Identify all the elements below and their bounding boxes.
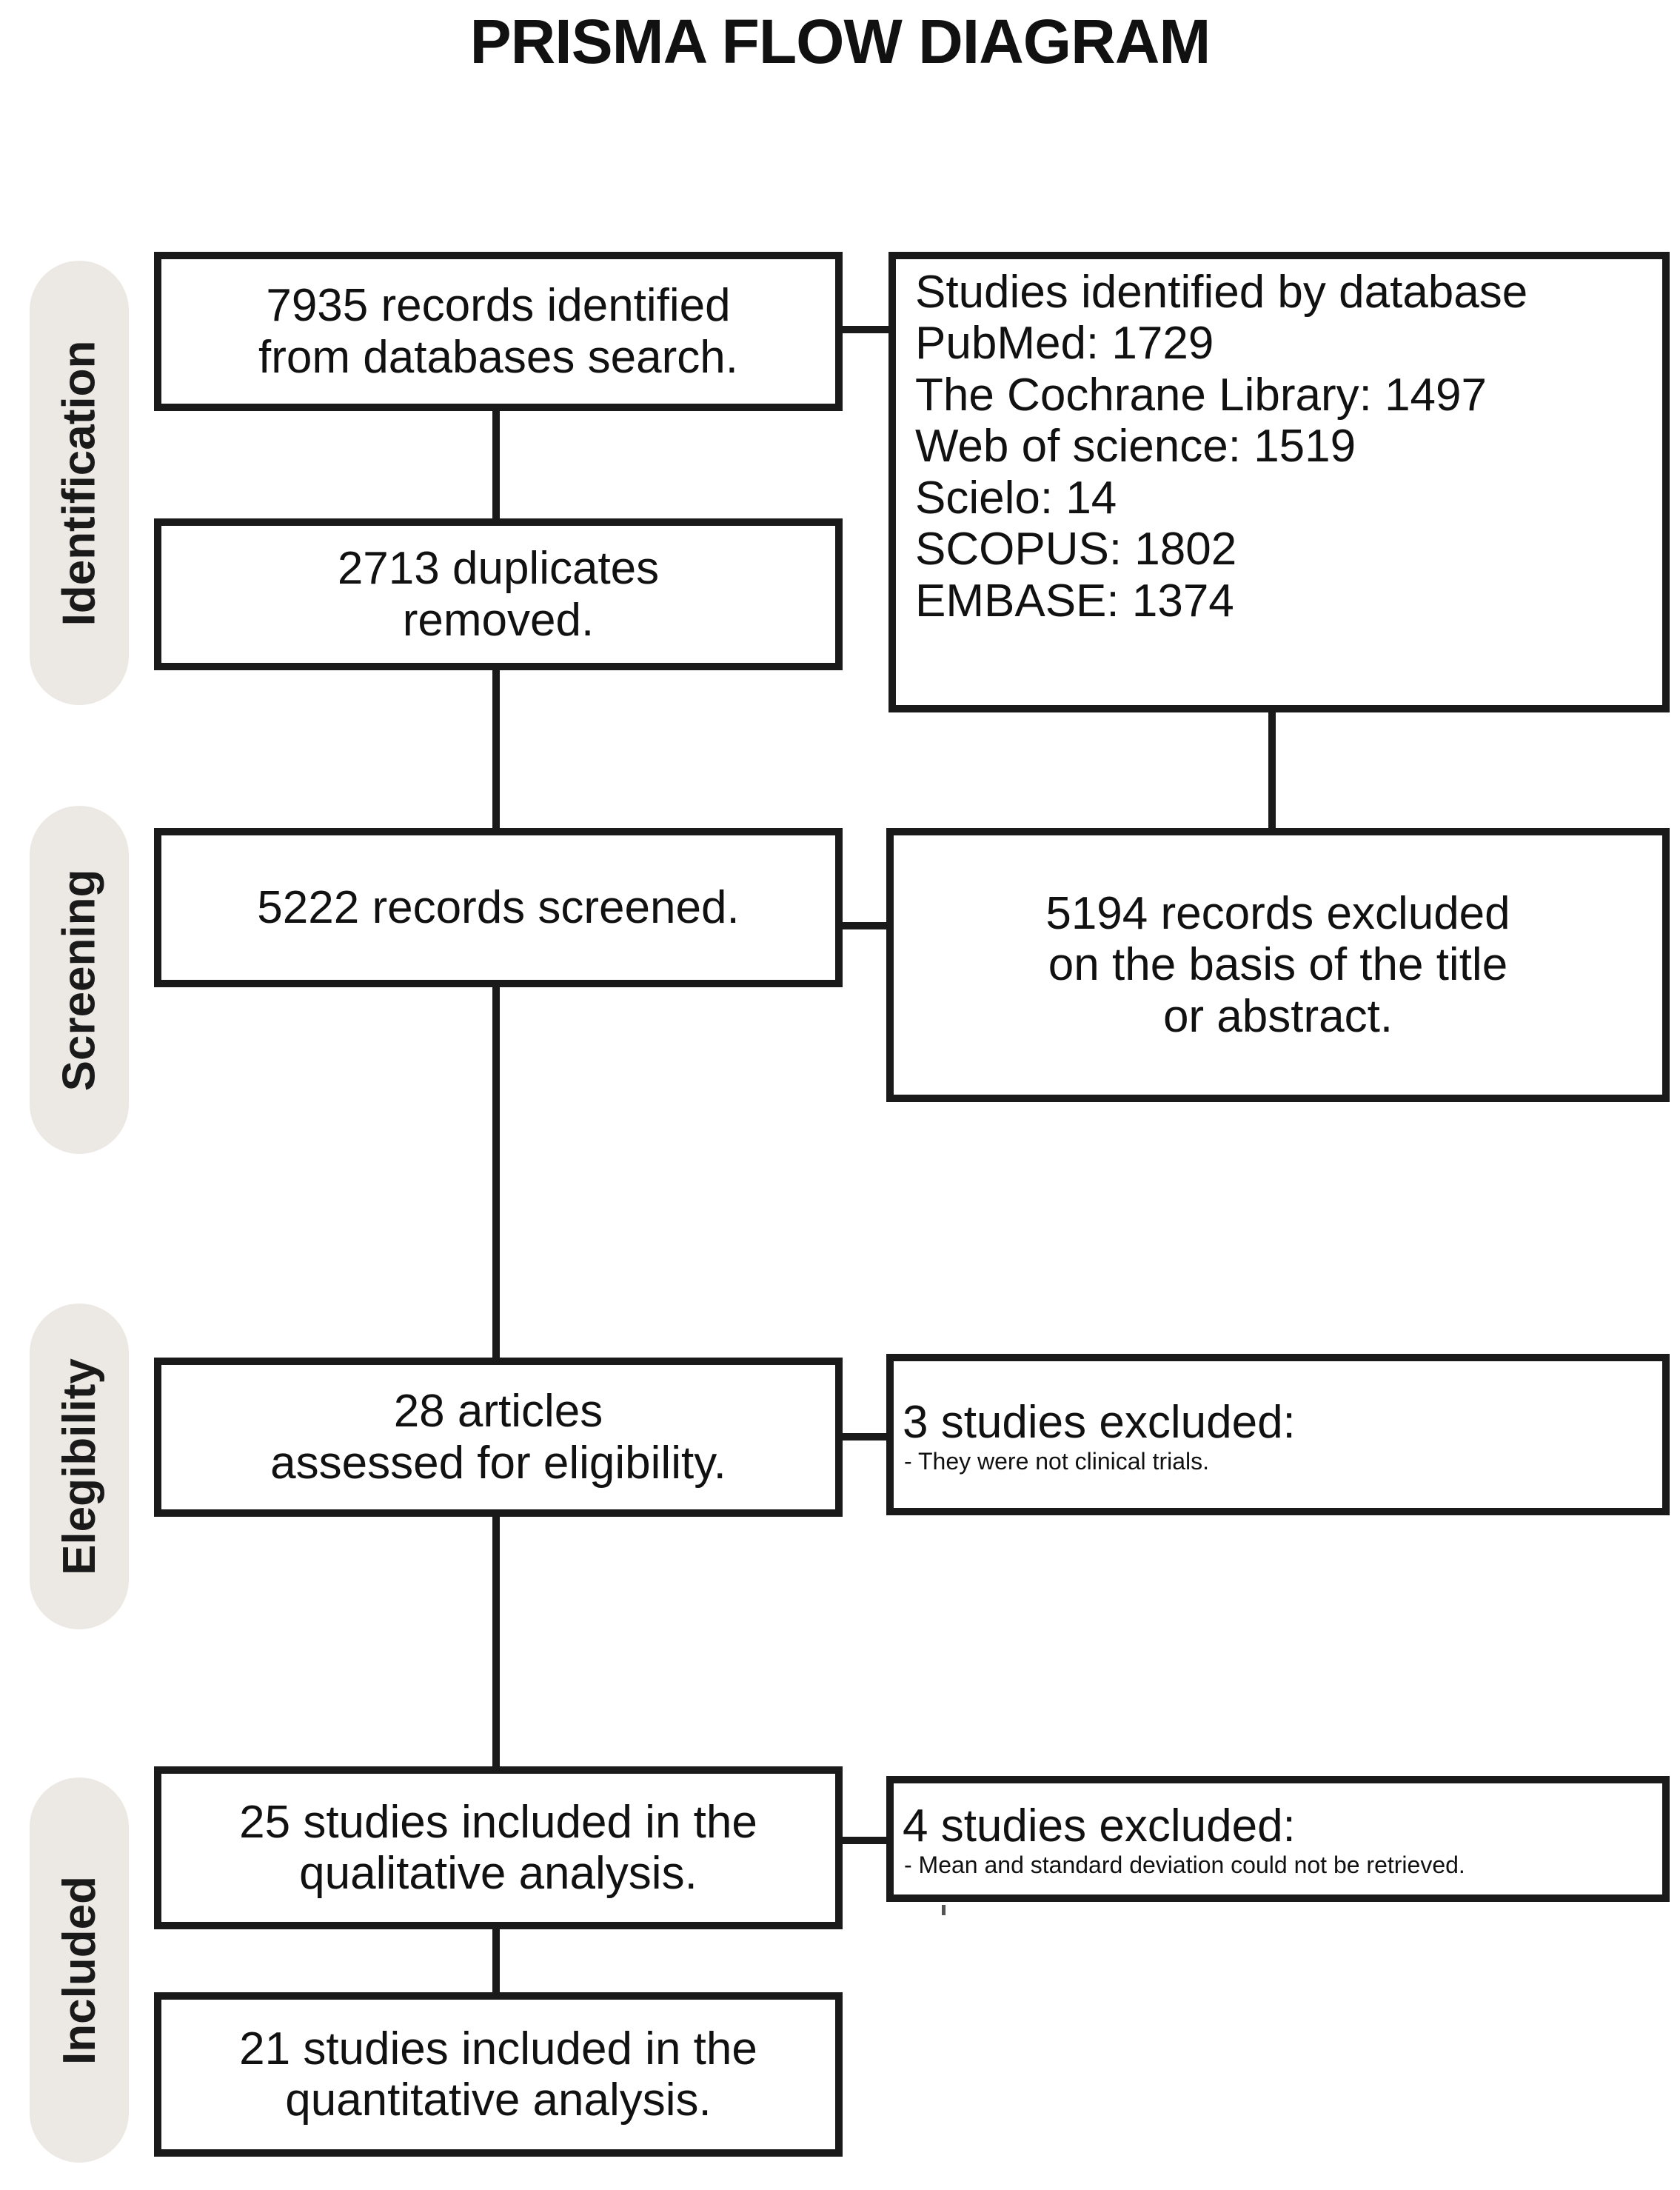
stage-label-eligibility: Elegibility [53, 1358, 105, 1575]
database-entry-scielo: Scielo: 14 [915, 472, 1117, 524]
connector-identified-to-duplicates [492, 407, 500, 522]
box-records-excluded: 5194 records excluded on the basis of th… [886, 828, 1670, 1102]
excluded-eligibility-heading: 3 studies excluded: [903, 1396, 1296, 1448]
stage-pill-included: Included [30, 1777, 129, 2163]
connector-qualitative-to-excluded [835, 1837, 894, 1844]
quantitative-included-line2: quantitative analysis. [285, 2074, 712, 2126]
page-title: PRISMA FLOW DIAGRAM [469, 7, 1211, 76]
qualitative-included-line2: qualitative analysis. [299, 1848, 697, 1899]
articles-assessed-line2: assessed for eligibility. [270, 1437, 726, 1489]
connector-screened-to-excluded [835, 922, 894, 929]
records-excluded-line2: on the basis of the title [1048, 939, 1508, 991]
stage-label-screening: Screening [53, 869, 105, 1091]
connector-identified-to-databases [835, 326, 894, 333]
box-excluded-eligibility: 3 studies excluded: - They were not clin… [886, 1354, 1670, 1515]
records-identified-line1: 7935 records identified [266, 280, 731, 332]
stage-pill-screening: Screening [30, 806, 129, 1154]
box-duplicates-removed: 2713 duplicates removed. [154, 518, 843, 670]
connector-assessed-to-qualitative [492, 1511, 500, 1781]
excluded-quantitative-heading: 4 studies excluded: [903, 1800, 1296, 1852]
database-entry-web-of-science: Web of science: 1519 [915, 421, 1356, 473]
connector-duplicates-to-screened [492, 667, 500, 833]
excluded-quantitative-reason-1: - Mean and standard deviation could not … [904, 1852, 1465, 1879]
database-entry-scopus: SCOPUS: 1802 [915, 524, 1237, 575]
stage-label-identification: Identification [53, 340, 105, 626]
duplicates-removed-line2: removed. [402, 594, 595, 646]
box-quantitative-included: 21 studies included in the quantitative … [154, 1992, 843, 2157]
records-screened-line1: 5222 records screened. [257, 881, 740, 933]
connector-assessed-to-excluded [835, 1433, 894, 1440]
box-articles-assessed: 28 articles assessed for eligibility. [154, 1358, 843, 1517]
stage-label-included: Included [53, 1875, 105, 2065]
box-excluded-quantitative: 4 studies excluded: - Mean and standard … [886, 1776, 1670, 1902]
box-qualitative-included: 25 studies included in the qualitative a… [154, 1766, 843, 1929]
excluded-eligibility-reason-1: - They were not clinical trials. [904, 1448, 1209, 1475]
articles-assessed-line1: 28 articles [393, 1386, 603, 1438]
box-records-screened: 5222 records screened. [154, 828, 843, 987]
duplicates-removed-line1: 2713 duplicates [337, 543, 660, 595]
database-entry-cochrane: The Cochrane Library: 1497 [915, 369, 1487, 421]
databases-heading: Studies identified by database [915, 267, 1528, 318]
box-databases-identified: Studies identified by database PubMed: 1… [888, 252, 1670, 712]
database-entry-embase: EMBASE: 1374 [915, 575, 1234, 627]
records-excluded-line1: 5194 records excluded [1045, 887, 1510, 939]
connector-screened-to-assessed [492, 985, 500, 1363]
records-identified-line2: from databases search. [258, 331, 738, 383]
stray-mark [942, 1905, 946, 1915]
box-records-identified: 7935 records identified from databases s… [154, 252, 843, 411]
records-excluded-line3: or abstract. [1162, 990, 1393, 1042]
qualitative-included-line1: 25 studies included in the [239, 1796, 757, 1848]
connector-databases-to-excluded [1268, 707, 1276, 833]
stage-pill-eligibility: Elegibility [30, 1303, 129, 1629]
stage-pill-identification: Identification [30, 261, 129, 705]
quantitative-included-line1: 21 studies included in the [239, 2023, 757, 2074]
database-entry-pubmed: PubMed: 1729 [915, 318, 1214, 370]
connector-qualitative-to-quantitative [492, 1926, 500, 1996]
